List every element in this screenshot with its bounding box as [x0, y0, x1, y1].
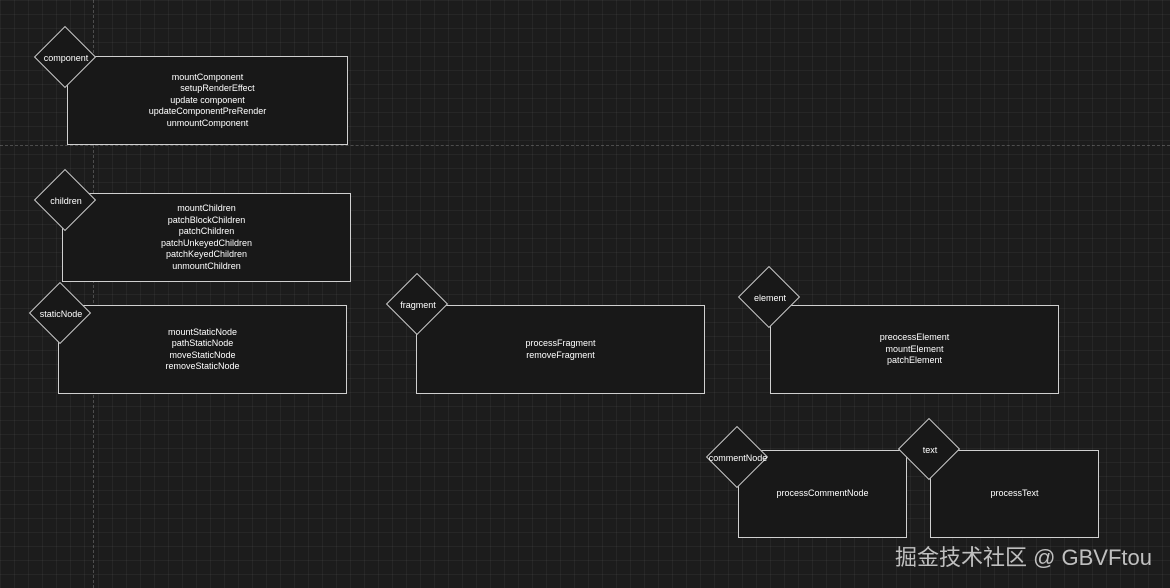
function-label: mountElement: [885, 343, 944, 354]
group-label: fragment: [400, 300, 436, 310]
group-label: component: [43, 53, 89, 63]
group-label: text: [922, 445, 938, 455]
group-label: staticNode: [39, 309, 83, 319]
function-label: mountChildren: [177, 203, 236, 213]
text-diamond: text: [897, 417, 962, 482]
staticnode-box: mountStaticNode pathStaticNode moveStati…: [58, 305, 347, 394]
function-label: processFragment: [525, 338, 596, 348]
commentnode-box: processCommentNode: [738, 450, 907, 538]
function-label: removeFragment: [526, 349, 595, 360]
fragment-diamond: fragment: [385, 272, 450, 337]
function-label: patchKeyedChildren: [165, 249, 248, 259]
function-label: setupRenderEffect: [180, 83, 255, 94]
function-label: patchBlockChildren: [167, 214, 246, 225]
function-label: patchElement: [886, 355, 943, 366]
function-label: patchUnkeyedChildren: [160, 237, 253, 248]
commentnode-diamond: commentNode: [705, 425, 770, 490]
group-label: element: [753, 293, 787, 303]
function-label: processText: [990, 488, 1039, 499]
function-label: mountComponent: [171, 71, 244, 82]
fragment-box: processFragment removeFragment: [416, 305, 705, 394]
element-diamond: element: [737, 265, 802, 330]
guide-line-horizontal: [0, 145, 1170, 146]
function-label: processCommentNode: [776, 488, 869, 499]
function-label: unmountChildren: [172, 260, 241, 271]
function-label: mountStaticNode: [167, 326, 238, 337]
staticnode-diamond: staticNode: [28, 281, 93, 346]
function-label: removeStaticNode: [165, 361, 240, 371]
component-box: mountComponent setupRenderEffect update …: [67, 56, 348, 145]
function-label: unmountComponent: [166, 117, 249, 128]
function-label: patchChildren: [178, 226, 235, 236]
function-label: moveStaticNode: [169, 349, 236, 360]
function-label: update component: [170, 94, 245, 105]
children-diamond: children: [33, 168, 98, 233]
text-box: processText: [930, 450, 1099, 538]
watermark: 掘金技术社区 @ GBVFtou: [894, 545, 1152, 570]
function-label: preocessElement: [879, 332, 950, 343]
group-label: children: [50, 196, 82, 206]
group-label: commentNode: [708, 453, 768, 463]
element-box: preocessElement mountElement patchElemen…: [770, 305, 1059, 394]
function-label: pathStaticNode: [171, 338, 234, 348]
component-diamond: component: [33, 25, 98, 90]
children-box: mountChildren patchBlockChildren patchCh…: [62, 193, 351, 282]
function-label: updateComponentPreRender: [148, 106, 267, 117]
guide-line-vertical: [93, 0, 94, 588]
